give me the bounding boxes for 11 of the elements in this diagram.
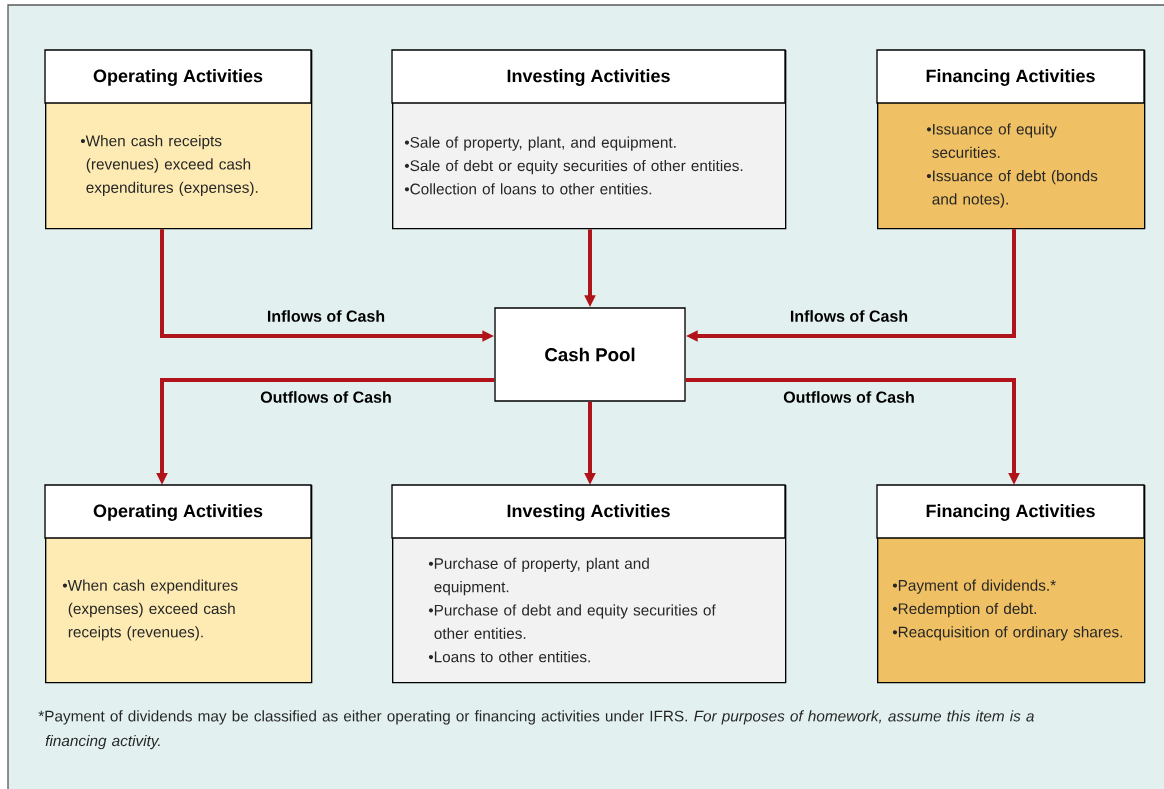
footnote-text: *Payment of dividends may be classified as either operating or financing activities under IFRS. For purposes of homework, assume this item is a financing activity.: [38, 710, 1034, 750]
activity-box: Operating Activities •When cash expenditures (expenses) exceed cash receipts (revenues).: [44, 484, 313, 684]
activity-box: Financing Activities •Payment of dividends.* •Redemption of debt. •Reacquisition of ordinary shares.: [876, 484, 1146, 684]
activity-box: Investing Activities •Purchase of property, plant and equipment. •Purchase of debt and equity securities of other entities. •Loans to other entities.: [391, 484, 787, 684]
activity-box: Investing Activities •Sale of property, plant, and equipment. •Sale of debt or equity securities of other entities. •Collection of loans to other entities.: [391, 49, 787, 230]
cash-pool-box: Cash Pool: [494, 307, 686, 402]
activity-box: Operating Activities •When cash receipts (revenues) exceed cash expenditures (expenses).: [44, 49, 313, 230]
activity-box: Financing Activities •Issuance of equity securities. •Issuance of debt (bonds and notes).: [876, 49, 1146, 230]
label: financing activity.: [45, 734, 160, 750]
label: For purposes of homework, assume this item is a: [694, 710, 1034, 725]
label: *Payment of dividends may be classified as either operating or financing activities under IFRS.: [38, 710, 688, 725]
